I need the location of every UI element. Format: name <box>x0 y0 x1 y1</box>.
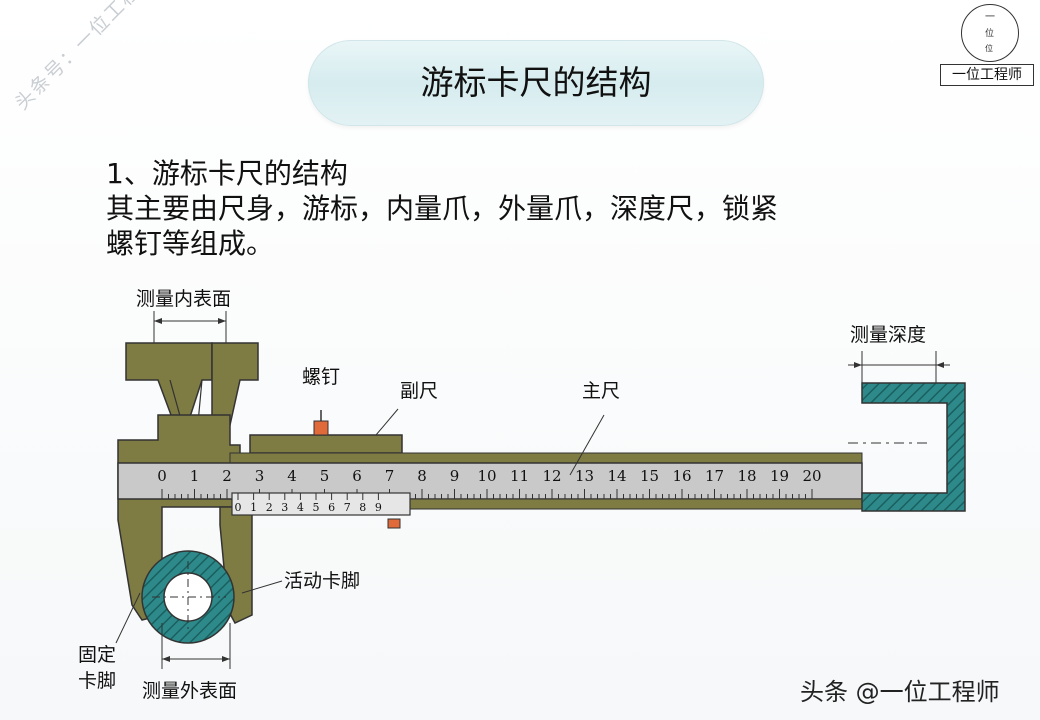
logo-char-bottom: 位 <box>985 44 993 53</box>
vernier-scale-label: 9 <box>375 501 382 514</box>
vernier-scale-label: 1 <box>250 501 257 514</box>
main-scale-label: 12 <box>542 467 561 485</box>
label-inner-surface: 测量内表面 <box>136 288 231 310</box>
main-scale-label: 8 <box>417 467 427 485</box>
main-scale-label: 19 <box>770 467 789 485</box>
main-scale-label: 9 <box>450 467 460 485</box>
vernier-scale-ticks <box>237 493 379 500</box>
logo-char-top: 一 <box>985 12 995 23</box>
vernier-scale-label: 4 <box>297 501 304 514</box>
vernier-scale-label: 3 <box>281 501 288 514</box>
main-scale-label: 6 <box>352 467 362 485</box>
outer-surface-dimension <box>161 623 231 669</box>
workpiece-ring <box>141 550 235 644</box>
vernier-scale-label: 2 <box>266 501 273 514</box>
vernier-scale-label: 0 <box>235 501 242 514</box>
title-banner: 游标卡尺的结构 <box>308 40 764 126</box>
label-fixed-jaw-1: 固定 <box>78 644 116 666</box>
vernier-scale-label: 6 <box>328 501 335 514</box>
main-beam-top <box>229 452 863 464</box>
inner-jaws <box>125 342 259 426</box>
leader-vernier <box>375 408 399 436</box>
main-scale-label: 3 <box>255 467 265 485</box>
main-scale-label: 1 <box>190 467 200 485</box>
vernier-lock-pin <box>387 518 401 529</box>
main-scale-label: 10 <box>477 467 496 485</box>
leader-movable-jaw <box>241 580 283 594</box>
main-scale-label: 13 <box>575 467 594 485</box>
label-outer-surface: 测量外表面 <box>142 680 237 702</box>
body-heading: 1、游标卡尺的结构 <box>106 157 348 190</box>
label-vernier: 副尺 <box>400 380 438 402</box>
main-scale-label: 14 <box>607 467 626 485</box>
leader-fixed-jaw <box>115 592 141 644</box>
vernier-scale-label: 8 <box>359 501 366 514</box>
main-scale-label: 16 <box>672 467 691 485</box>
inner-surface-dimension <box>153 311 227 343</box>
main-scale-label: 0 <box>157 467 167 485</box>
main-scale-label: 18 <box>737 467 756 485</box>
main-scale-label: 2 <box>222 467 232 485</box>
label-main-scale: 主尺 <box>582 380 620 402</box>
main-scale-label: 17 <box>705 467 724 485</box>
vernier-slider <box>249 434 403 454</box>
locking-screw <box>313 410 329 436</box>
body-text: 1、游标卡尺的结构 其主要由尺身，游标，内量爪，外量爪，深度尺，锁紧 螺钉等组成… <box>106 156 778 261</box>
main-scale-label: 20 <box>802 467 821 485</box>
logo-circle: 一 位 位 <box>961 4 1019 62</box>
logo: 一 位 位 一位工程师 <box>940 4 1036 88</box>
label-fixed-jaw-2: 卡脚 <box>78 670 116 692</box>
main-scale-label: 5 <box>320 467 330 485</box>
label-screw: 螺钉 <box>302 366 340 388</box>
label-depth: 测量深度 <box>850 324 926 346</box>
vernier-scale-label: 5 <box>313 501 320 514</box>
vernier-scale <box>231 492 411 516</box>
label-movable-jaw: 活动卡脚 <box>284 570 360 592</box>
main-scale-label: 11 <box>510 467 529 485</box>
logo-char-mid: 位 <box>985 29 995 39</box>
main-scale-label: 4 <box>287 467 297 485</box>
main-scale-label: 7 <box>385 467 395 485</box>
page-title: 游标卡尺的结构 <box>420 63 652 102</box>
leader-main-scale <box>569 414 605 476</box>
depth-gauge <box>848 382 966 512</box>
vernier-scale-label: 7 <box>344 501 351 514</box>
body-description: 其主要由尺身，游标，内量爪，外量爪，深度尺，锁紧 螺钉等组成。 <box>106 192 779 260</box>
footer-attribution: 头条 @一位工程师 <box>800 678 1000 706</box>
depth-dimension <box>848 351 950 383</box>
main-beam-bottom <box>399 498 863 510</box>
main-scale-label: 15 <box>640 467 659 485</box>
logo-label: 一位工程师 <box>940 64 1034 86</box>
